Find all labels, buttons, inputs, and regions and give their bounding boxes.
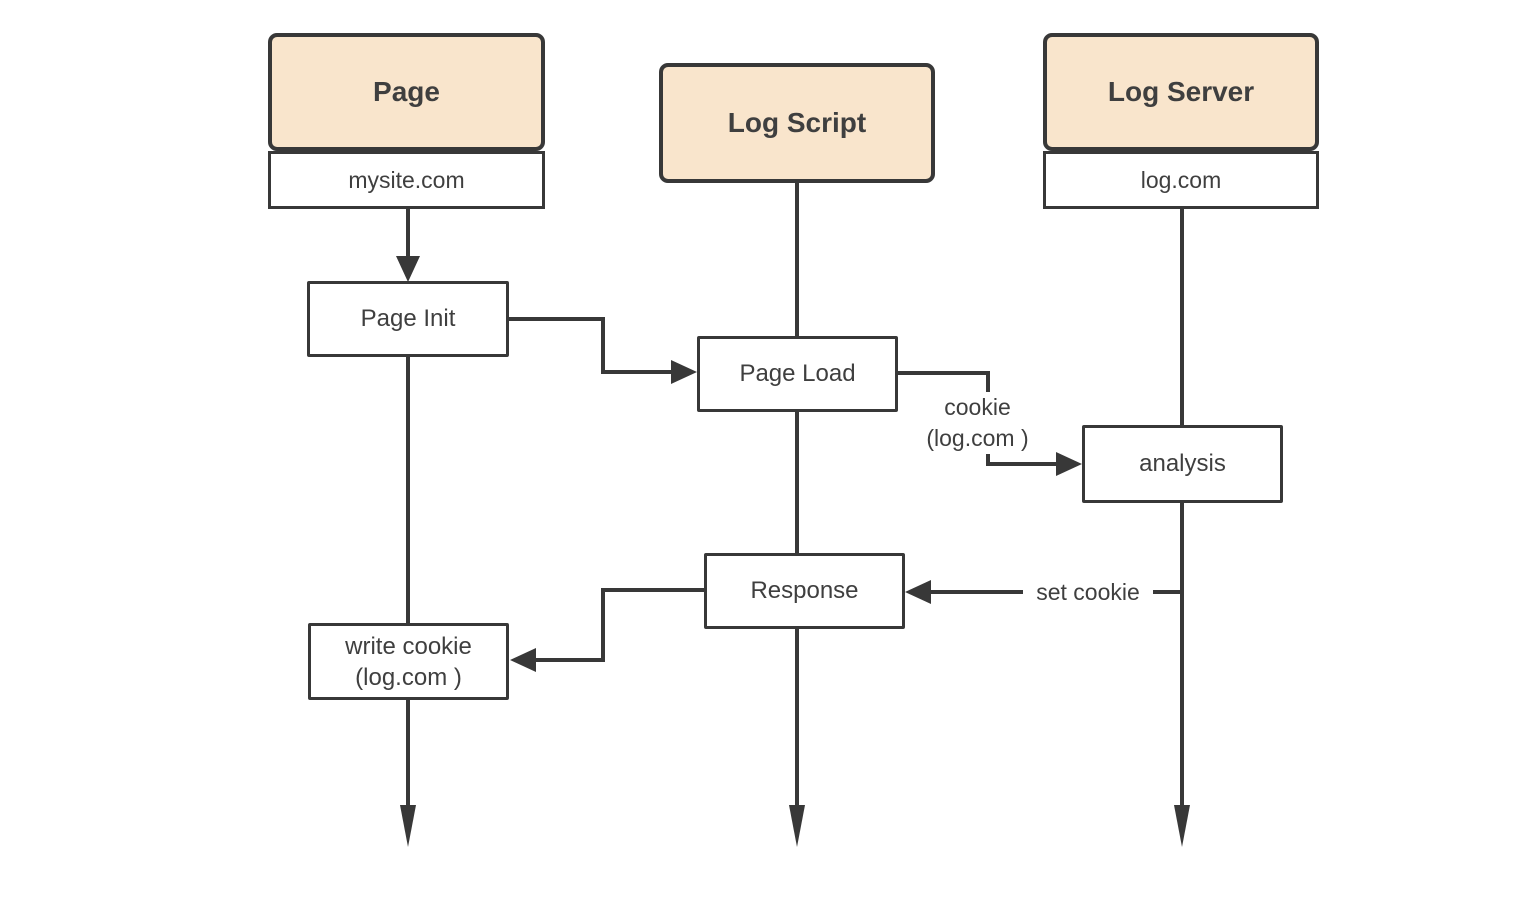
node-response: Response — [704, 553, 905, 629]
log-script-lifeline-segment — [795, 183, 799, 337]
edge-pageinit-pageload-segment — [601, 317, 605, 374]
arrow-left-icon — [510, 648, 536, 672]
edge-response-writecookie-segment — [536, 658, 605, 662]
node-page-load: Page Load — [697, 336, 898, 412]
actor-log-server-header: Log Server — [1043, 33, 1319, 151]
node-page-load-label: Page Load — [739, 360, 856, 387]
node-write-cookie-label: write cookie (log.com ) — [345, 632, 472, 691]
edge-pageload-analysis-segment — [898, 371, 990, 375]
edge-label-cookie: cookie (log.com ) — [905, 392, 1050, 454]
actor-log-server-domain: log.com — [1043, 151, 1319, 209]
edge-response-writecookie-segment — [601, 588, 605, 662]
arrow-down-icon — [400, 805, 416, 847]
arrow-right-icon — [671, 360, 697, 384]
actor-page-header: Page — [268, 33, 545, 151]
node-analysis-label: analysis — [1139, 450, 1226, 477]
edge-response-writecookie-segment — [605, 588, 704, 592]
arrow-down-icon — [789, 805, 805, 847]
actor-page-domain: mysite.com — [268, 151, 545, 209]
node-page-init-label: Page Init — [360, 305, 456, 332]
edge-pageinit-pageload-segment — [601, 370, 671, 374]
node-write-cookie: write cookie (log.com ) — [308, 623, 509, 700]
edge-label-cookie-text: cookie (log.com ) — [926, 394, 1029, 451]
arrow-left-icon — [905, 580, 931, 604]
node-response-label: Response — [750, 577, 859, 604]
arrow-right-icon — [1056, 452, 1082, 476]
page-lifeline-segment — [406, 209, 410, 258]
log-script-lifeline-segment — [795, 628, 799, 805]
arrow-down-icon — [396, 256, 420, 282]
edge-label-set-cookie: set cookie — [1023, 577, 1153, 608]
log-server-lifeline-segment — [1180, 209, 1184, 425]
node-analysis: analysis — [1082, 425, 1283, 503]
log-script-lifeline-segment — [795, 411, 799, 553]
edge-pageinit-pageload-segment — [509, 317, 605, 321]
page-lifeline-segment — [406, 699, 410, 805]
actor-log-script-title: Log Script — [727, 107, 867, 138]
log-server-lifeline-segment — [1180, 502, 1184, 805]
actor-page-title: Page — [373, 76, 440, 107]
edge-label-set-cookie-text: set cookie — [1036, 579, 1140, 605]
edge-pageload-analysis-segment — [986, 462, 1056, 466]
node-page-init: Page Init — [307, 281, 509, 357]
actor-page-domain-label: mysite.com — [348, 166, 465, 193]
arrow-down-icon — [1174, 805, 1190, 847]
actor-log-script-header: Log Script — [659, 63, 935, 183]
actor-log-server-title: Log Server — [1107, 76, 1255, 107]
actor-log-server-domain-label: log.com — [1140, 166, 1222, 193]
page-lifeline-segment — [406, 356, 410, 623]
